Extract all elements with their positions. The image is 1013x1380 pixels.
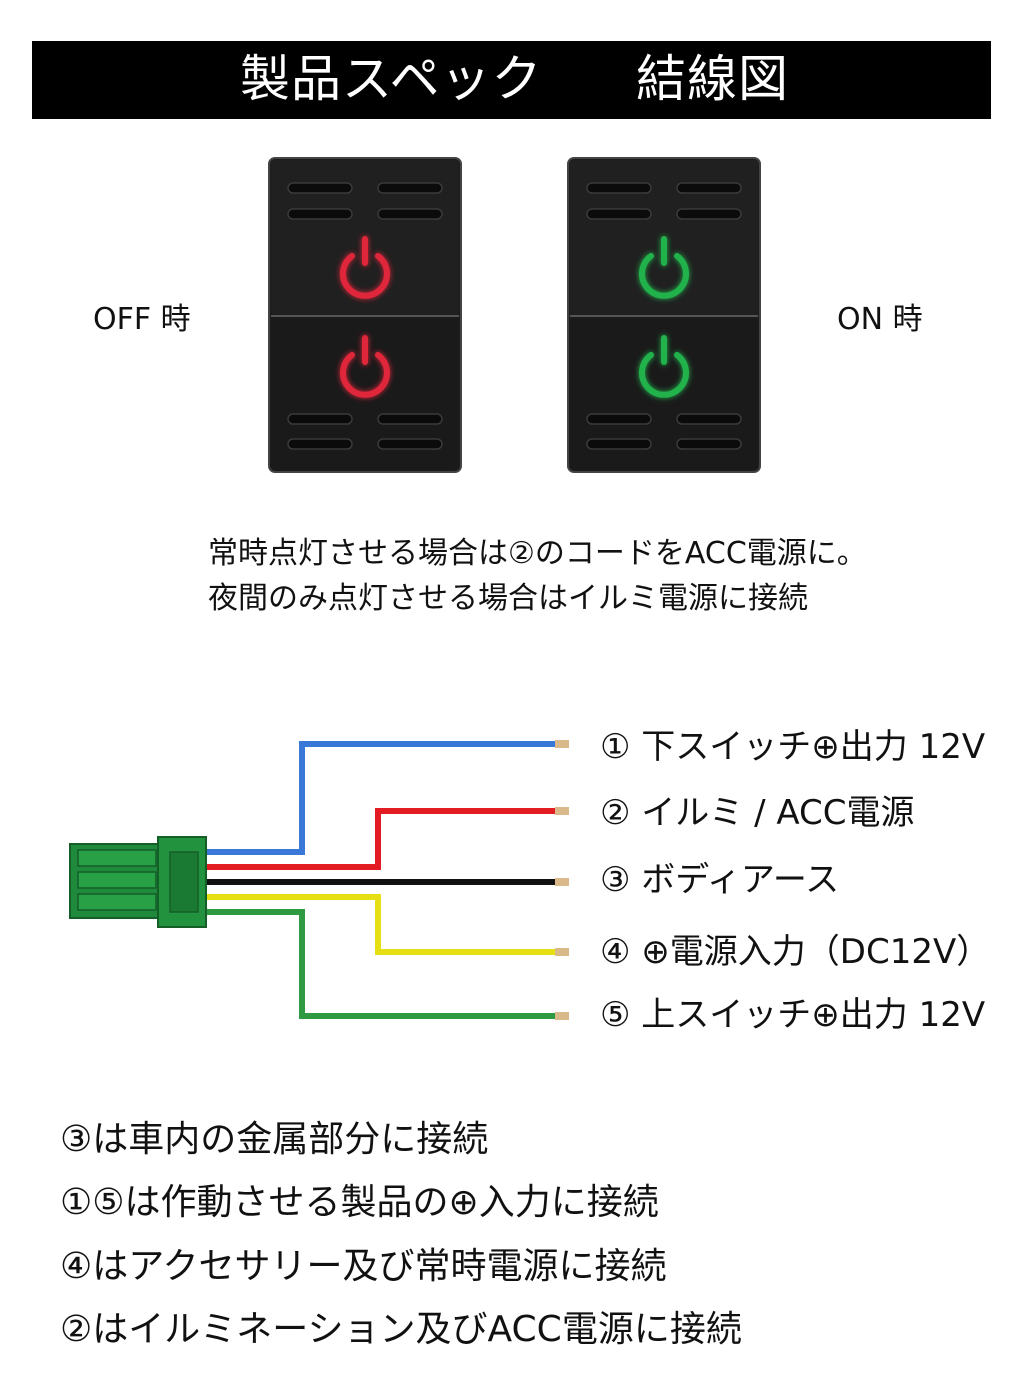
power-icon	[639, 335, 689, 398]
wire-red	[205, 808, 555, 870]
note-line-1: 常時点灯させる場合は②のコードをACC電源に。	[208, 536, 867, 571]
wire-tips	[555, 740, 569, 1020]
switch-off-image	[268, 157, 462, 473]
on-state-label: ON 時	[837, 302, 923, 337]
wire-label-5: ⑤ 上スイッチ⊕出力 12V	[600, 995, 986, 1035]
switch-on-image	[567, 157, 761, 473]
wire-label-1: ① 下スイッチ⊕出力 12V	[600, 727, 986, 767]
power-icon	[340, 236, 390, 299]
note-line-2: 夜間のみ点灯させる場合はイルミ電源に接続	[208, 581, 808, 616]
off-state-label: OFF 時	[93, 302, 191, 337]
wire-blue	[205, 741, 555, 855]
power-icon	[639, 236, 689, 299]
header-title-spec: 製品スペック	[240, 50, 543, 108]
wire-label-4: ④ ⊕電源入力（DC12V）	[600, 932, 991, 972]
instruction-line-1: ③は車内の金属部分に接続	[60, 1119, 489, 1160]
instruction-line-4: ②はイルミネーション及びACC電源に接続	[60, 1309, 742, 1350]
vent-slots	[287, 182, 443, 450]
wire-yellow	[205, 894, 555, 955]
power-icon	[340, 335, 390, 398]
wire-green	[205, 909, 555, 1019]
wire-label-2: ② イルミ / ACC電源	[600, 793, 915, 833]
wire-label-3: ③ ボディアース	[600, 860, 840, 900]
header-bar: 製品スペック 結線図	[32, 41, 991, 119]
instruction-line-3: ④はアクセサリー及び常時電源に接続	[60, 1246, 667, 1287]
header-title-wiring: 結線図	[636, 50, 789, 108]
vent-slots	[586, 182, 742, 450]
connector-plug	[69, 836, 207, 928]
instruction-line-2: ①⑤は作動させる製品の⊕入力に接続	[60, 1182, 659, 1223]
wiring-diagram	[69, 740, 569, 1020]
